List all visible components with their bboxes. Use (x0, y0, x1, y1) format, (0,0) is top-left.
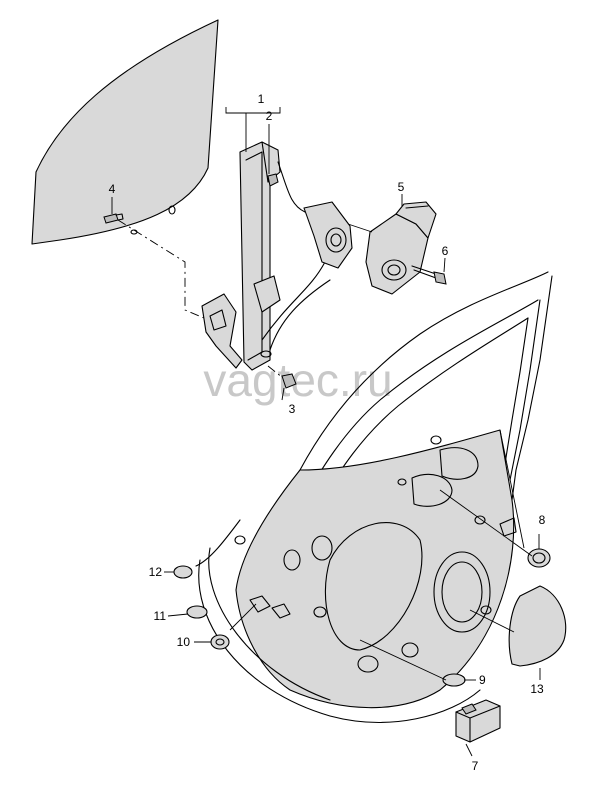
callout-6: 6 (442, 244, 449, 258)
window-regulator (201, 141, 331, 371)
plug-10 (210, 634, 230, 650)
plug-11 (186, 605, 208, 619)
plug-9 (442, 673, 466, 687)
leader-lines (111, 107, 541, 757)
callout-13: 13 (530, 682, 544, 696)
bolt-6 (411, 265, 447, 285)
nut-2 (267, 173, 279, 187)
plug-12 (173, 565, 193, 579)
nut-3 (281, 373, 297, 389)
window-glass (31, 19, 219, 245)
callout-5: 5 (398, 180, 405, 194)
callout-8: 8 (539, 513, 546, 527)
centerline-glass (117, 219, 205, 319)
callout-11: 11 (154, 609, 167, 623)
callout-4: 4 (109, 182, 116, 196)
callout-7: 7 (472, 759, 479, 773)
cover-13 (508, 585, 567, 667)
callout-10: 10 (177, 635, 191, 649)
plug-8 (527, 548, 551, 568)
callouts: 1 2 3 4 5 6 7 8 9 10 11 12 13 (109, 92, 546, 773)
door-frame (195, 271, 553, 723)
callout-2: 2 (266, 109, 273, 123)
centerline-nut (267, 365, 284, 379)
window-motor (303, 201, 437, 295)
callout-12: 12 (149, 565, 163, 579)
callout-9: 9 (479, 673, 486, 687)
callout-1: 1 (258, 92, 265, 106)
callout-3: 3 (289, 402, 296, 416)
control-module (455, 699, 501, 743)
